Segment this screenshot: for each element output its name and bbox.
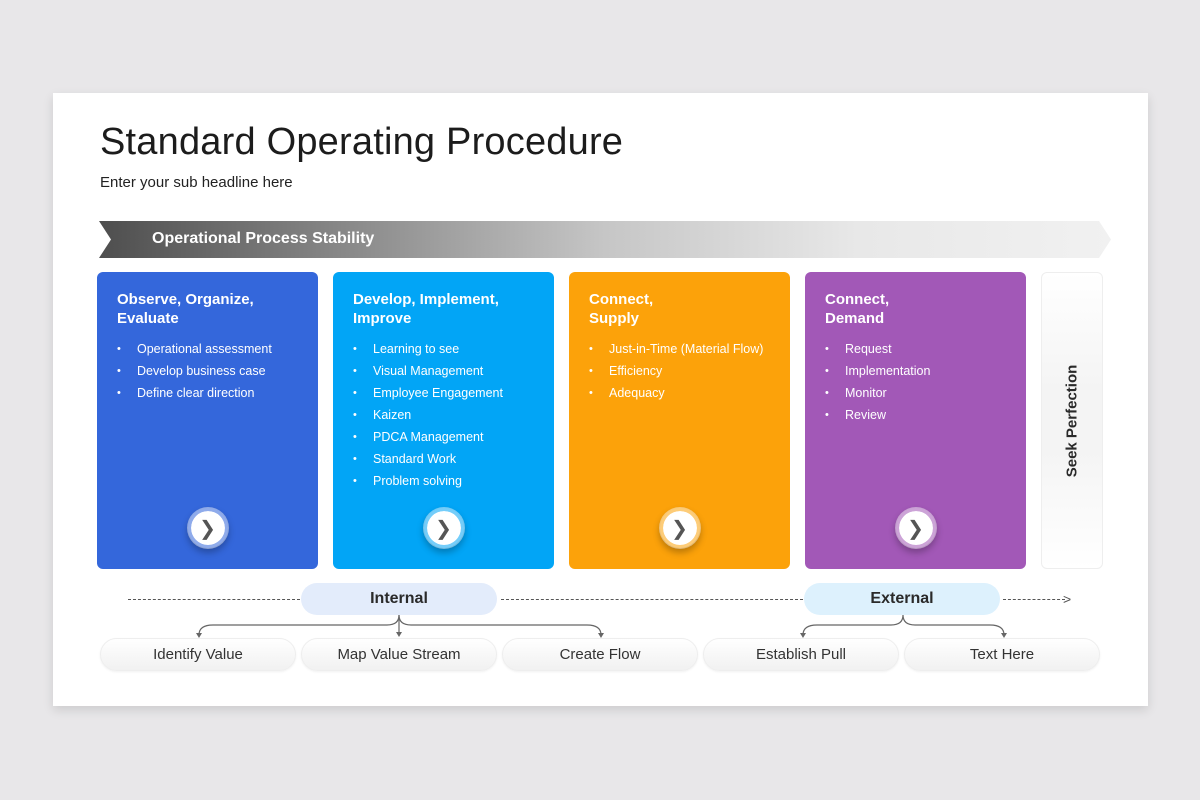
group-label: External	[870, 590, 934, 607]
step-label: Text Here	[969, 646, 1035, 663]
timeline-dash-left	[128, 599, 300, 600]
chevron-right-icon: ❯	[199, 517, 216, 540]
list-item: Request	[825, 338, 1006, 360]
list-item: Standard Work	[353, 448, 534, 470]
card-list: Operational assessment Develop business …	[117, 338, 298, 404]
step-create-flow: Create Flow	[502, 638, 698, 671]
card-list: Learning to see Visual Management Employ…	[353, 338, 534, 492]
next-button[interactable]: ❯	[422, 507, 465, 549]
page-subtitle: Enter your sub headline here	[100, 174, 293, 191]
list-item: Efficiency	[589, 360, 770, 382]
page-title: Standard Operating Procedure	[100, 121, 624, 163]
chevron-right-icon: ❯	[435, 517, 452, 540]
list-item: Adequacy	[589, 382, 770, 404]
step-identify-value: Identify Value	[100, 638, 296, 671]
step-label: Establish Pull	[755, 646, 847, 663]
group-label: Internal	[370, 590, 428, 607]
next-button[interactable]: ❯	[894, 507, 937, 549]
list-item: Monitor	[825, 382, 1006, 404]
list-item: Implementation	[825, 360, 1006, 382]
list-item: Learning to see	[353, 338, 534, 360]
card-list: Just-in-Time (Material Flow) Efficiency …	[589, 338, 770, 404]
step-text-here: Text Here	[904, 638, 1100, 671]
list-item: Develop business case	[117, 360, 298, 382]
list-item: PDCA Management	[353, 426, 534, 448]
timeline-dash-middle	[501, 599, 803, 600]
stability-banner: Operational Process Stability	[99, 221, 1111, 258]
banner-label: Operational Process Stability	[152, 230, 375, 247]
card-develop: Develop, Implement, Improve Learning to …	[333, 272, 554, 569]
list-item: Employee Engagement	[353, 382, 534, 404]
list-item: Visual Management	[353, 360, 534, 382]
card-title: Observe, Organize, Evaluate	[117, 291, 254, 327]
list-item: Review	[825, 404, 1006, 426]
list-item: Problem solving	[353, 470, 534, 492]
step-map-value-stream: Map Value Stream	[301, 638, 497, 671]
brace-connectors	[196, 614, 1007, 638]
list-item: Just-in-Time (Material Flow)	[589, 338, 770, 360]
step-label: Create Flow	[559, 646, 641, 663]
list-item: Operational assessment	[117, 338, 298, 360]
card-title: Connect, Supply	[589, 291, 654, 327]
card-title: Develop, Implement, Improve	[353, 291, 499, 327]
slide: Standard Operating Procedure Enter your …	[53, 93, 1148, 706]
card-observe: Observe, Organize, Evaluate Operational …	[97, 272, 318, 569]
list-item: Kaizen	[353, 404, 534, 426]
step-label: Map Value Stream	[337, 646, 461, 663]
next-button[interactable]: ❯	[658, 507, 701, 549]
group-internal: Internal	[301, 583, 497, 615]
next-button[interactable]: ❯	[186, 507, 229, 549]
timeline-dash-right	[1003, 599, 1065, 600]
group-external: External	[804, 583, 1000, 615]
card-demand: Connect, Demand Request Implementation M…	[805, 272, 1026, 569]
step-label: Identify Value	[153, 646, 243, 663]
card-title: Connect, Demand	[825, 291, 890, 327]
arrow-right-icon: >	[1063, 591, 1072, 607]
step-establish-pull: Establish Pull	[703, 638, 899, 671]
list-item: Define clear direction	[117, 382, 298, 404]
seek-perfection-panel: Seek Perfection	[1041, 272, 1103, 569]
card-supply: Connect, Supply Just-in-Time (Material F…	[569, 272, 790, 569]
card-list: Request Implementation Monitor Review	[825, 338, 1006, 426]
chevron-right-icon: ❯	[671, 517, 688, 540]
chevron-right-icon: ❯	[907, 517, 924, 540]
